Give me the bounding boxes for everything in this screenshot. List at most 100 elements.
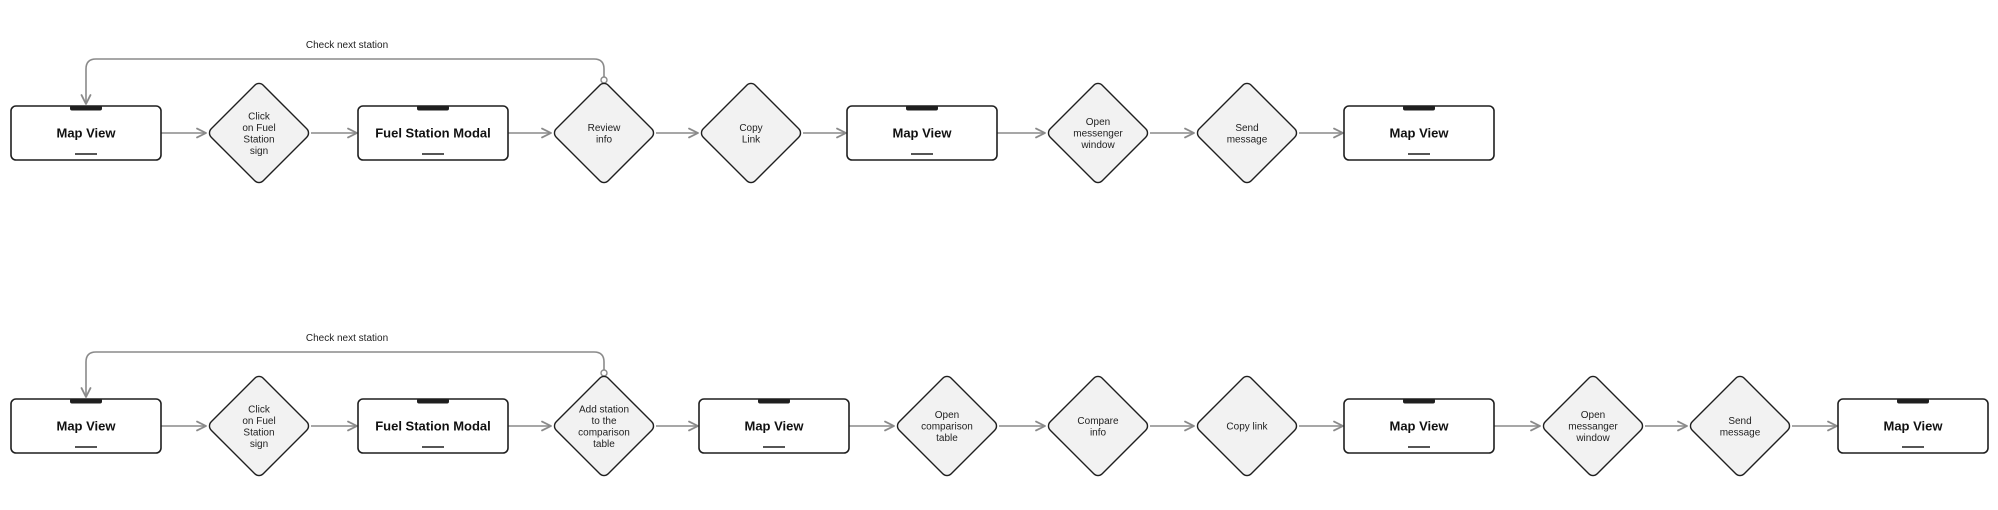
action-label-line: info (596, 134, 613, 145)
action-label-line: table (936, 433, 958, 444)
action-label-line: on Fuel (242, 123, 275, 134)
action-label-line: Open (1086, 117, 1110, 128)
action-diamond (208, 82, 310, 184)
action-label-line: Station (243, 427, 274, 438)
action-label-line: message (1227, 134, 1268, 145)
action-label: Copy link (1226, 422, 1268, 433)
action-diamond (553, 82, 655, 184)
action-label-line: on Fuel (242, 416, 275, 427)
action-label-line: Compare (1077, 416, 1119, 427)
screen-label: Fuel Station Modal (375, 126, 491, 141)
action-label-line: message (1720, 427, 1761, 438)
action-label-line: sign (250, 146, 268, 157)
action-label-line: comparison (578, 427, 630, 438)
action-label-line: Click (248, 111, 271, 122)
screen-notch (417, 105, 449, 111)
action-label-line: Open (1581, 410, 1605, 421)
screen-label: Map View (892, 126, 952, 141)
screen-notch (906, 105, 938, 111)
action-label-line: Send (1728, 416, 1751, 427)
action-diamond (1047, 82, 1149, 184)
screen-notch (1403, 105, 1435, 111)
screen-label: Map View (1389, 126, 1449, 141)
loop-back-arrow (80, 351, 605, 398)
action-label-line: messanger (1568, 422, 1618, 433)
loop-back-arrow (80, 58, 605, 105)
screen-node: Map View (1343, 398, 1495, 454)
action-label-line: Open (935, 410, 959, 421)
action-label-line: window (1575, 433, 1610, 444)
action-label-line: window (1080, 140, 1115, 151)
action-diamond (1047, 375, 1149, 477)
action-label-line: Add station (579, 404, 629, 415)
action-diamond (1689, 375, 1791, 477)
screen-notch (70, 398, 102, 404)
loop-label: Check next station (306, 333, 388, 344)
loop-start-dot (600, 76, 608, 84)
screen-node: Map View (10, 105, 162, 161)
loop-start-dot (600, 369, 608, 377)
screen-notch (758, 398, 790, 404)
screen-label: Map View (744, 419, 804, 434)
action-diamond (700, 82, 802, 184)
screen-notch (70, 105, 102, 111)
loop-label: Check next station (306, 40, 388, 51)
screen-notch (1403, 398, 1435, 404)
action-label-line: Station (243, 134, 274, 145)
action-label-line: info (1090, 427, 1107, 438)
screen-node: Map View (1837, 398, 1989, 454)
action-diamond (1196, 82, 1298, 184)
action-label-line: sign (250, 439, 268, 450)
action-diamond (1196, 375, 1298, 477)
screen-label: Map View (56, 419, 116, 434)
action-label-line: Copy link (1226, 422, 1268, 433)
screen-node: Map View (846, 105, 998, 161)
action-label-line: Copy (739, 123, 762, 134)
screen-node: Map View (1343, 105, 1495, 161)
action-diamond (896, 375, 998, 477)
action-label-line: Send (1235, 123, 1258, 134)
action-label-line: comparison (921, 422, 973, 433)
action-diamond (1542, 375, 1644, 477)
screen-node: Fuel Station Modal (357, 105, 509, 161)
screen-node: Fuel Station Modal (357, 398, 509, 454)
action-label-line: to the (591, 416, 616, 427)
screen-notch (1897, 398, 1929, 404)
action-label-line: Click (248, 404, 271, 415)
screen-notch (417, 398, 449, 404)
screen-node: Map View (698, 398, 850, 454)
action-diamond (553, 375, 655, 477)
action-node: Copy link (1196, 375, 1298, 477)
action-diamond (208, 375, 310, 477)
action-label-line: table (593, 439, 615, 450)
screen-label: Fuel Station Modal (375, 419, 491, 434)
screen-label: Map View (1883, 419, 1943, 434)
action-label-line: Link (742, 134, 761, 145)
action-label-line: Review (588, 123, 622, 134)
screen-label: Map View (1389, 419, 1449, 434)
